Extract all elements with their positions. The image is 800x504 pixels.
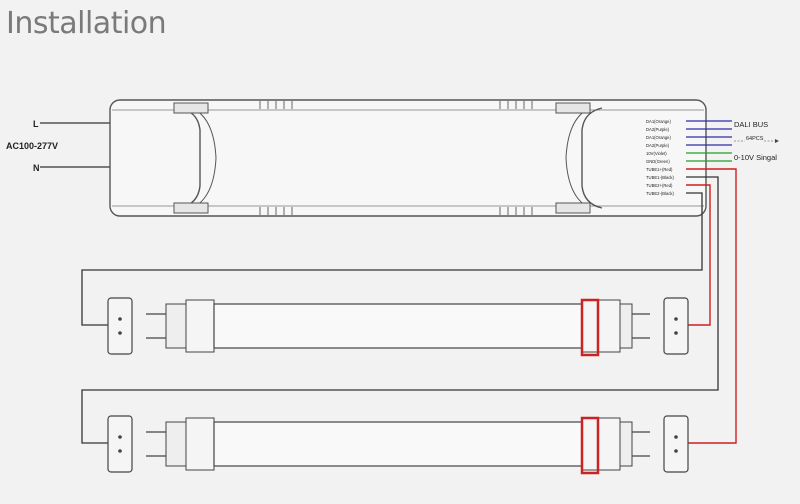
pin-label: GND(Green): [646, 159, 670, 164]
tube1-negative-wire: [81, 176, 719, 444]
voltage-label: AC100-277V: [6, 141, 58, 151]
tube1-positive-wire: [686, 168, 737, 444]
arrow-head-icon: [775, 139, 779, 143]
pin-label: TUBE1-(Black): [646, 175, 675, 180]
pin-label: TUBE1+(Red): [646, 167, 673, 172]
led-tube-2: [107, 415, 689, 475]
analog-dimming-wires: [686, 152, 732, 162]
pin-label: TUBE2-(Black): [646, 191, 675, 196]
neutral-label: N: [33, 163, 40, 173]
tube-socket: [663, 297, 689, 355]
led-driver: [109, 99, 707, 217]
led-tube-1: [107, 297, 689, 357]
analog-signal-label: 0-10V Singal: [734, 153, 777, 162]
tube2-negative-wire: [81, 192, 703, 326]
pin-label: DA1(Orange): [646, 119, 672, 124]
tube-socket: [107, 415, 133, 473]
pin-label: TUBE2+(Red): [646, 183, 673, 188]
tube-socket: [107, 297, 133, 355]
pin-label: 10V(Violet): [646, 151, 667, 156]
page-title: Installation: [6, 6, 167, 41]
max-devices-label: 64PCS: [746, 136, 764, 142]
pin-label: DA2(Purple): [646, 143, 670, 148]
tube2-positive-wire: [686, 184, 711, 326]
pin-label: DA2(Purple): [646, 127, 670, 132]
dali-bus-label: DALI BUS: [734, 120, 768, 129]
dali-bus-wires: [686, 120, 732, 146]
highlight-box: [580, 416, 600, 475]
tube-socket: [663, 415, 689, 473]
highlight-box: [580, 298, 600, 357]
line-label: L: [33, 119, 39, 129]
pin-label: DA1(Orange): [646, 135, 672, 140]
